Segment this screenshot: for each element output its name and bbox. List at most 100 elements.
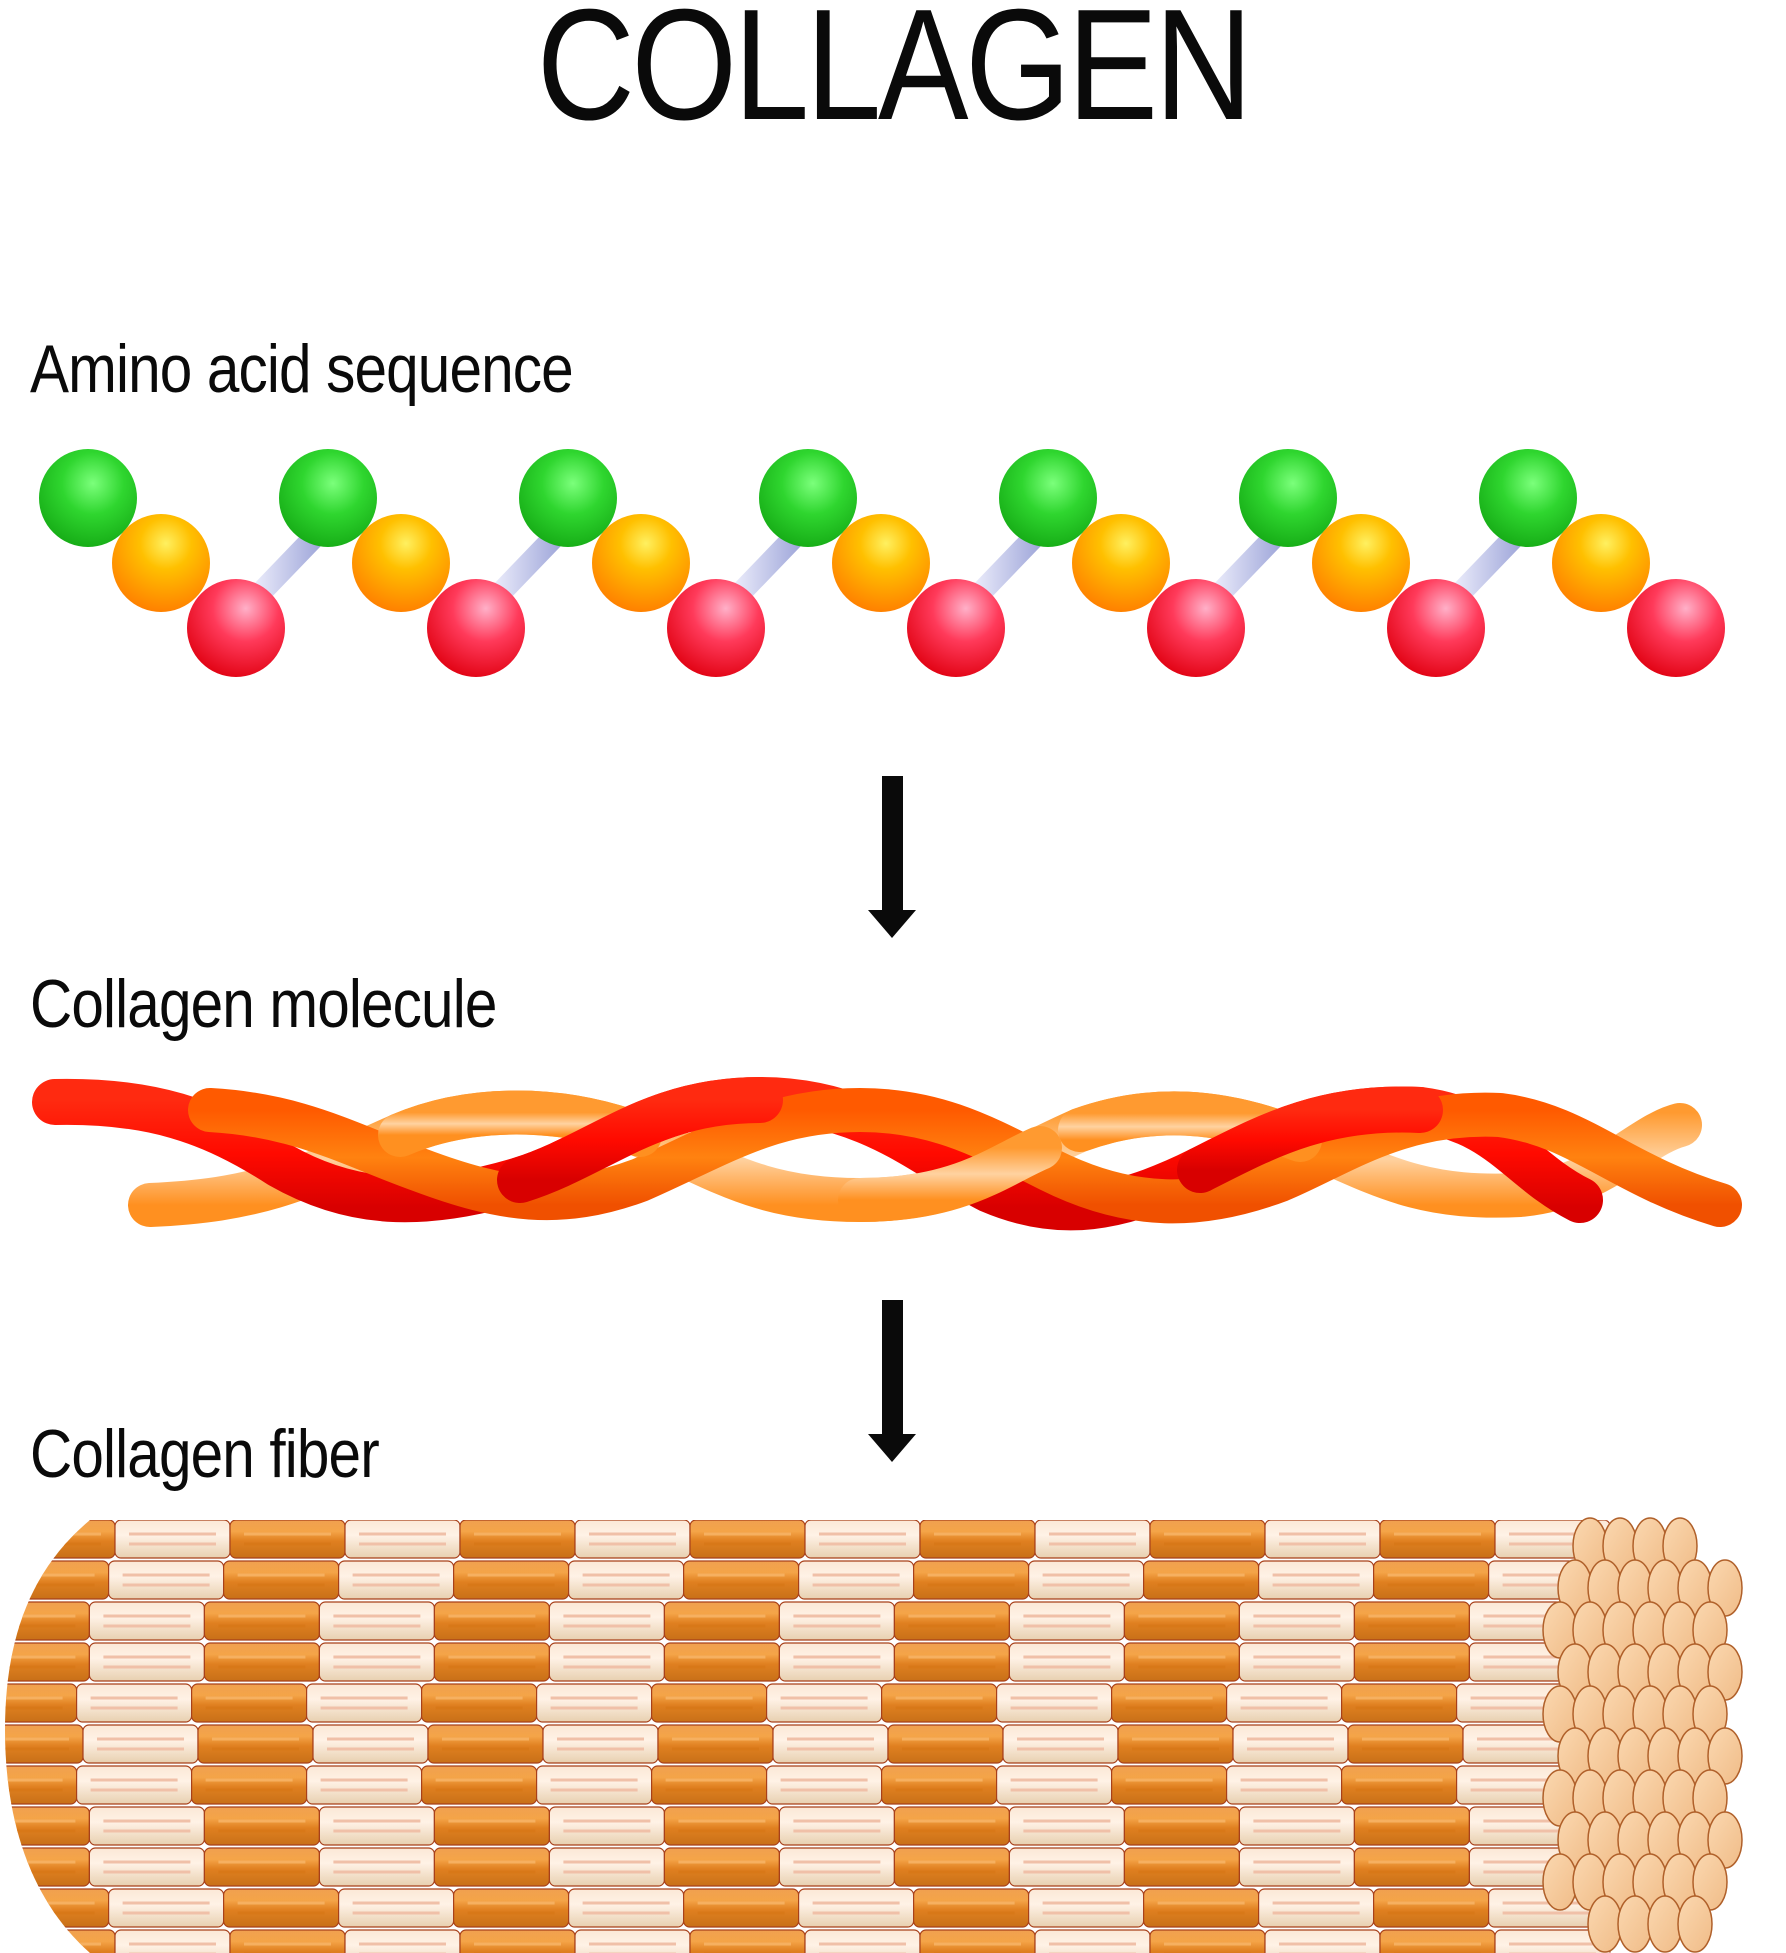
fibril-band-dark (223, 1888, 340, 1928)
fibril-band-dark (203, 1806, 320, 1846)
fibril-band-light (318, 1847, 435, 1887)
amino-acid-pink (427, 579, 525, 677)
fibril-band-light (312, 1724, 429, 1764)
fibril-band-light (778, 1601, 896, 1641)
fibril-band-light (88, 1806, 206, 1846)
fibril-band-dark (1123, 1847, 1241, 1887)
amino-acid-green (759, 449, 857, 547)
fibril-band-light (797, 1560, 915, 1600)
fibril-band-dark (453, 1888, 570, 1928)
fibril-band-dark (1340, 1765, 1458, 1805)
amino-acid-orange (1552, 514, 1650, 612)
amino-acid-green (39, 449, 137, 547)
fibril-band-light (75, 1683, 193, 1723)
fibril-band-light (804, 1929, 921, 1953)
fibril-band-dark (880, 1765, 998, 1805)
amino-acid-orange (832, 514, 930, 612)
fibril-band-dark (1353, 1847, 1471, 1887)
fibril-band-dark (229, 1520, 346, 1559)
fibril-band-dark (1142, 1888, 1260, 1928)
fibril-band-light (548, 1601, 666, 1641)
fibril-band-dark (421, 1683, 538, 1723)
fibril-band-light (1264, 1520, 1381, 1559)
fibril-band-dark (5, 1642, 90, 1682)
amino-acid-green (999, 449, 1097, 547)
fibril-band-dark (427, 1724, 544, 1764)
fibril-band-dark (5, 1929, 116, 1953)
fibril-band-dark (5, 1520, 116, 1559)
fibril-band-dark (689, 1520, 806, 1559)
fibril-band-light (548, 1642, 666, 1682)
fibril-band-dark (5, 1888, 110, 1928)
fibril-band-light (797, 1888, 915, 1928)
amino-acid-orange (592, 514, 690, 612)
fibril-band-light (306, 1683, 423, 1723)
fibril-band-light (1225, 1765, 1343, 1805)
fibril-band-dark (1117, 1724, 1234, 1764)
fibril-band-light (1238, 1806, 1356, 1846)
fibril-band-dark (912, 1560, 1030, 1600)
amino-acid-pink (907, 579, 1005, 677)
fibril-band-light (114, 1929, 231, 1953)
fibril-band-light (75, 1765, 193, 1805)
fibril-band-light (318, 1642, 435, 1682)
fibril-band-light (772, 1724, 889, 1764)
fibril-band-light (1034, 1929, 1151, 1953)
fibril-band-dark (459, 1929, 576, 1953)
fibril-band-light (82, 1724, 199, 1764)
fibril-band-light (338, 1560, 455, 1600)
fibril-band-dark (1379, 1929, 1496, 1953)
fiber-cross-section (1542, 1517, 1743, 1953)
amino-acid-green (1479, 449, 1577, 547)
fibril-band-light (765, 1765, 883, 1805)
fibril-band-dark (893, 1847, 1011, 1887)
fibril-band-dark (421, 1765, 538, 1805)
fibril-band-dark (1149, 1520, 1266, 1559)
fibril-band-light (344, 1929, 461, 1953)
fibril-band-dark (1142, 1560, 1260, 1600)
fibril-band-light (1225, 1683, 1343, 1723)
fibril-band-light (548, 1806, 666, 1846)
fibril-band-dark (919, 1520, 1036, 1559)
fibril-band-light (567, 1560, 685, 1600)
fibril-band-light (1008, 1806, 1126, 1846)
fibril-band-dark (459, 1520, 576, 1559)
amino-acid-pink (1387, 579, 1485, 677)
fibril-band-dark (663, 1601, 781, 1641)
collagen-fiber-bundle (5, 1517, 1743, 1953)
fibril-band-light (535, 1683, 653, 1723)
fibril-band-light (804, 1520, 921, 1559)
fibril-band-dark (663, 1806, 781, 1846)
fibril-band-light (574, 1520, 691, 1559)
fibril-band-dark (223, 1560, 340, 1600)
fibril-band-light (1027, 1560, 1145, 1600)
fibril-band-light (318, 1601, 435, 1641)
amino-acid-orange (352, 514, 450, 612)
fibril-band-dark (5, 1601, 90, 1641)
fibril-band-light (574, 1929, 691, 1953)
fibril-band-light (995, 1765, 1113, 1805)
fibril-band-light (306, 1765, 423, 1805)
fibril-band-dark (5, 1765, 78, 1805)
fibril-band-light (765, 1683, 883, 1723)
fibril-band-dark (912, 1888, 1030, 1928)
fibril-band-light (1027, 1888, 1145, 1928)
fibril-end (1542, 1853, 1578, 1911)
fibril-band-dark (919, 1929, 1036, 1953)
fibril-band-light (88, 1642, 206, 1682)
collagen-molecule-label: Collagen molecule (30, 966, 497, 1042)
fibril-band-dark (1123, 1642, 1241, 1682)
fibril-band-light (1238, 1847, 1356, 1887)
fibril-band-dark (5, 1724, 84, 1764)
fibril-band-dark (1110, 1683, 1228, 1723)
fibril-band-light (338, 1888, 455, 1928)
fibril-band-light (1487, 1888, 1605, 1928)
collagen-fiber-label: Collagen fiber (30, 1416, 380, 1492)
fibril-band-light (1264, 1929, 1381, 1953)
fibril-band-dark (887, 1724, 1004, 1764)
fibril-band-dark (5, 1847, 90, 1887)
fibril-band-dark (893, 1601, 1011, 1641)
fibril-band-dark (229, 1929, 346, 1953)
fibril-band-light (1238, 1601, 1356, 1641)
amino-acid-green (519, 449, 617, 547)
